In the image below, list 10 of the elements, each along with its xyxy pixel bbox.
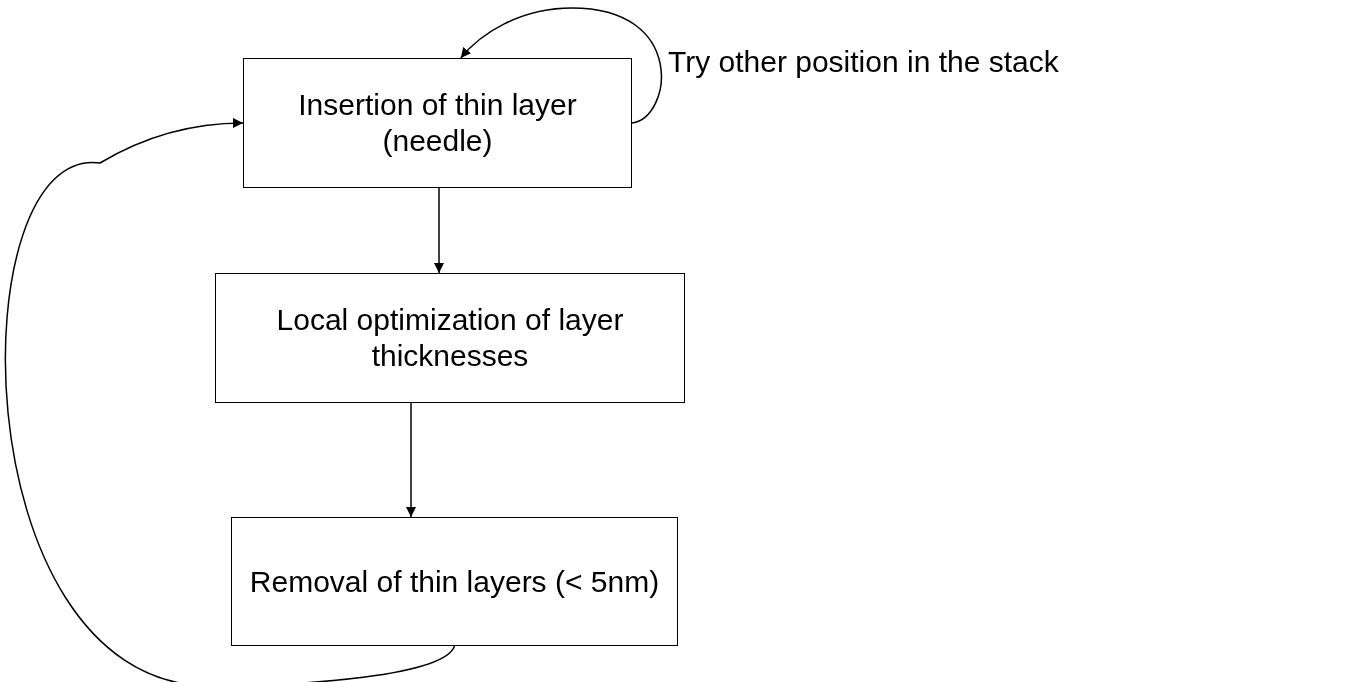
arrow (406, 402, 416, 518)
arrow (4, 118, 456, 682)
process-box (243, 58, 632, 188)
box-text: Insertion of thin layer (needle) (297, 87, 578, 159)
box-text: Local optimization of layer thicknesses (275, 302, 625, 374)
process-box (215, 273, 685, 403)
process-box (231, 517, 678, 646)
arrow (460, 7, 663, 124)
arrow (434, 187, 444, 274)
box-text: Removal of thin layers (< 5nm) (249, 563, 660, 600)
